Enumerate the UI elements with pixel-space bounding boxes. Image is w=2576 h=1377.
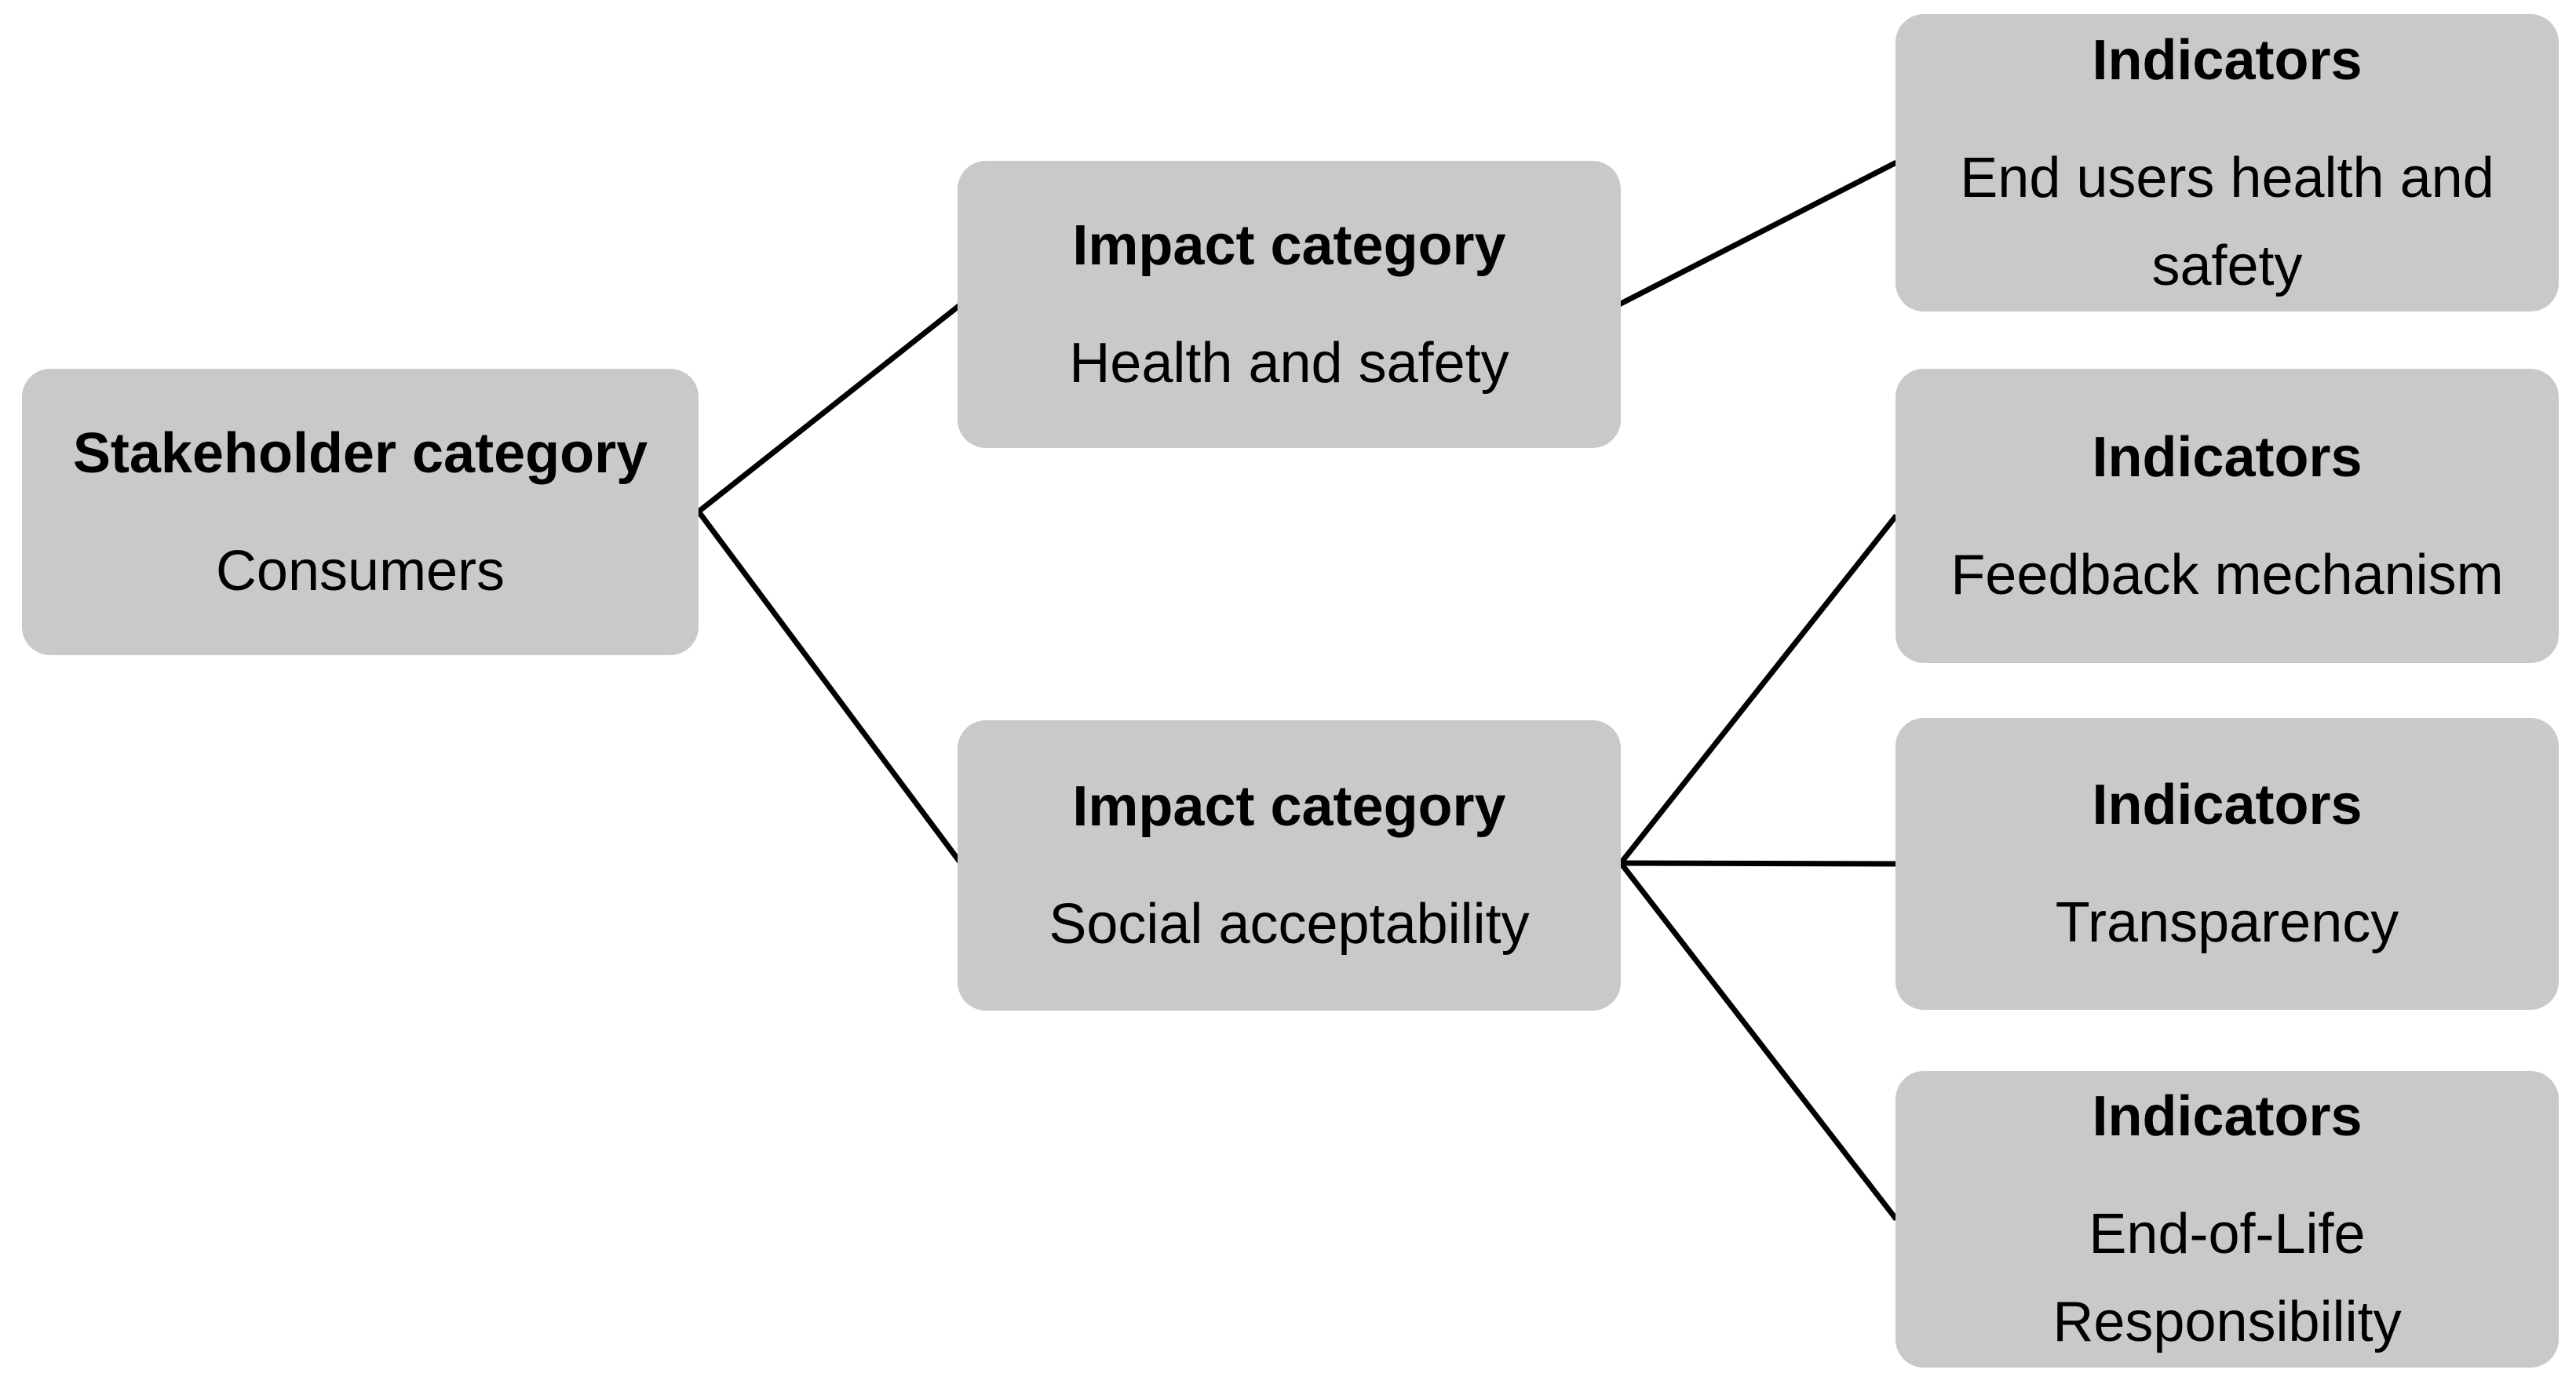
connector-line: [696, 302, 963, 514]
node-body: Social acceptability: [1049, 893, 1530, 956]
node-title: Indicators: [2092, 425, 2363, 489]
connector-line: [1618, 159, 1898, 308]
node-title: Impact category: [1072, 214, 1506, 277]
node-body: Transparency: [2055, 891, 2399, 954]
node-body: End users health and safety: [1960, 146, 2494, 297]
node-indicators-transparency: Indicators Transparency: [1896, 718, 2559, 1010]
connector-line: [696, 509, 963, 865]
node-impact-category-health: Impact category Health and safety: [958, 161, 1621, 448]
node-body: Health and safety: [1069, 332, 1509, 395]
node-indicators-end-users: Indicators End users health and safety: [1896, 14, 2559, 311]
node-title: Impact category: [1072, 775, 1506, 838]
node-title: Indicators: [2092, 1085, 2363, 1148]
node-title: Indicators: [2092, 774, 2363, 836]
node-stakeholder-category: Stakeholder category Consumers: [22, 369, 699, 655]
connector-line: [1620, 860, 1897, 867]
node-indicators-eol: Indicators End-of-Life Responsibility: [1896, 1071, 2559, 1368]
node-body: Consumers: [215, 539, 505, 603]
node-body: Feedback mechanism: [1950, 543, 2504, 607]
connector-line: [1618, 513, 1899, 865]
node-title: Indicators: [2092, 28, 2363, 92]
node-title: Stakeholder category: [72, 421, 648, 485]
node-indicators-feedback: Indicators Feedback mechanism: [1896, 369, 2559, 663]
connector-line: [1618, 861, 1899, 1222]
node-body: End-of-Life Responsibility: [2052, 1203, 2402, 1353]
node-impact-category-social: Impact category Social acceptability: [958, 720, 1621, 1011]
